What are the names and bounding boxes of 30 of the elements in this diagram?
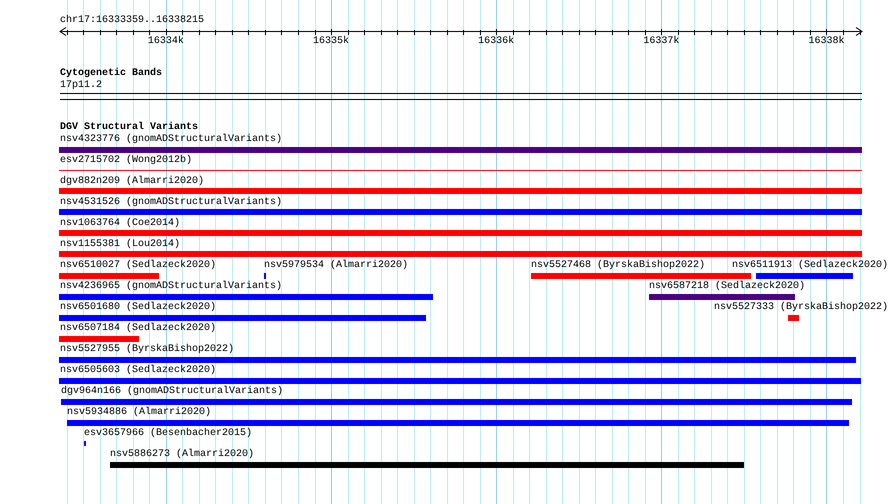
variant-label: dgv882n209 (Almarri2020) [60,176,204,187]
variant-label: nsv1063764 (Coe2014) [60,218,180,229]
variant-label: nsv5527333 (ByrskaBishop2022) [714,302,888,313]
track-title: Cytogenetic Bands [60,68,162,79]
tick-label: 16334k [148,36,184,47]
variant-label: nsv6587218 (Sedlazeck2020) [649,281,806,292]
tick-label: 16335k [313,36,350,47]
variant-label: nsv5886273 (Almarri2020) [110,449,254,460]
variant-label: nsv4531526 (gnomADStructuralVariants) [60,197,282,208]
band-label: 17p11.2 [60,80,102,91]
variant-label: nsv6505603 (Sedlazeck2020) [60,365,216,376]
variant-label: nsv4323776 (gnomADStructuralVariants) [60,134,282,145]
variant-label: nsv5527468 (ByrskaBishop2022) [531,260,706,271]
variant-label: nsv5934886 (Almarri2020) [67,407,212,418]
tick-label: 16338k [808,36,844,47]
variant-label: nsv6511913 (Sedlazeck2020) [732,260,888,271]
variant-label: nsv4236965 (gnomADStructuralVariants) [60,281,282,292]
variant-label: nsv6510027 (Sedlazeck2020) [60,260,216,271]
variant-label: nsv6501680 (Sedlazeck2020) [60,302,216,313]
variant-label: nsv5527955 (ByrskaBishop2022) [60,344,234,355]
variant-label: esv3657966 (Besenbacher2015) [84,428,252,439]
variant-label: esv2715702 (Wong2012b) [60,155,192,166]
variant-label: nsv6507184 (Sedlazeck2020) [60,323,216,334]
coordinate-range: chr17:16333359..16338215 [60,15,204,26]
track-title: DGV Structural Variants [60,122,198,133]
variant-label: nsv5979534 (Almarri2020) [264,260,408,271]
variant-label: nsv1155381 (Lou2014) [60,239,180,250]
tick-label: 16336k [478,36,514,47]
variant-label: dgv964n166 (gnomADStructuralVariants) [61,386,284,397]
tick-label: 16337k [643,36,680,47]
